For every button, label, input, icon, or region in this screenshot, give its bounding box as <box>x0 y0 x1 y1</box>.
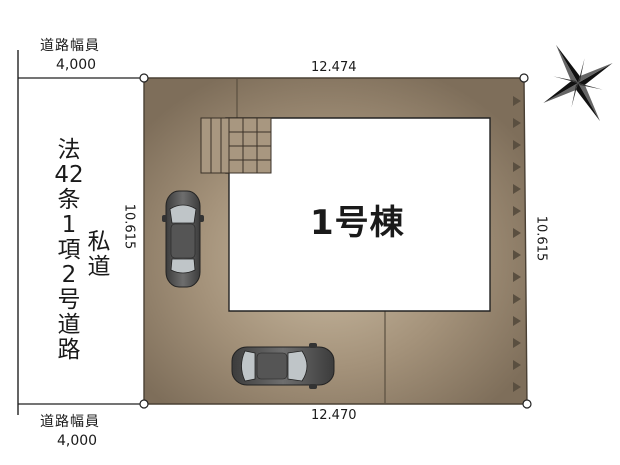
boundary-markers <box>513 96 521 392</box>
road-width-value-top: 4,000 <box>56 57 97 73</box>
road-width-label-bottom: 道路幅員 <box>40 414 100 430</box>
law-char: 項 <box>57 237 81 263</box>
law-char: 道 <box>57 312 81 338</box>
private-char: 道 <box>87 254 111 280</box>
road-lines <box>17 50 142 415</box>
dimension-bottom: 12.470 <box>311 408 357 423</box>
law-char: 1 <box>61 212 77 238</box>
car-icon <box>162 190 204 288</box>
dimension-right: 10.615 <box>533 215 549 262</box>
dimension-top: 12.474 <box>311 60 357 75</box>
law-char: 条 <box>57 187 81 213</box>
road-width-value-bottom: 4,000 <box>57 433 98 449</box>
law-char: 路 <box>57 337 81 363</box>
porch-grid <box>200 117 272 174</box>
private-char: 私 <box>87 229 111 255</box>
road-width-label-top: 道路幅員 <box>40 38 100 54</box>
road-type-private-text: 私 道 <box>84 230 114 280</box>
law-char: 42 <box>54 162 84 188</box>
building-footprint <box>200 117 491 312</box>
law-char: 法 <box>57 137 81 163</box>
car-icon <box>231 343 335 389</box>
compass-icon <box>543 44 613 122</box>
dimension-left: 10.615 <box>121 203 137 250</box>
law-char: 2 <box>61 262 77 288</box>
law-char: 号 <box>57 287 81 313</box>
road-type-law-text: 法 42 条 1 項 2 号 道 路 <box>52 138 86 363</box>
building-label: 1号棟 <box>310 203 405 243</box>
